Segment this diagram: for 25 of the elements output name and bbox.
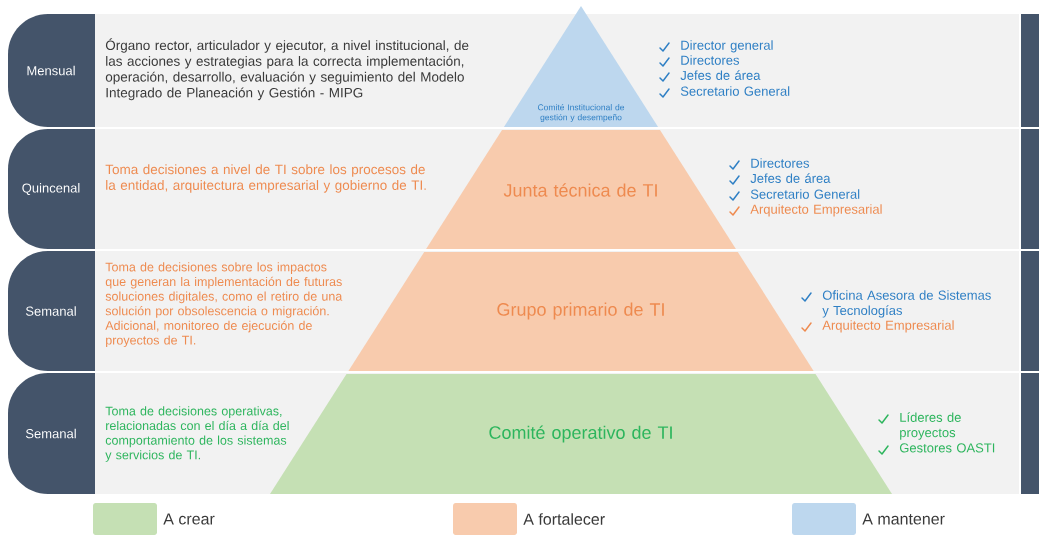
checklist-item: Directores: [681, 55, 740, 65]
checklist-item: Jefes de área: [680, 70, 761, 80]
checklist-item: Secretario General: [680, 86, 790, 96]
legend-label: A crear: [163, 513, 215, 525]
frequency-tab: Semanal: [8, 251, 95, 371]
frequency-tab: Mensual: [8, 14, 95, 127]
pyramid-level: Comité Institucional de gestión y desempeño: [503, 6, 659, 127]
node-label: Mensual: [27, 65, 75, 76]
frequency-tab: Semanal: [8, 373, 95, 494]
checklist-item: Arquitecto Empresarial: [750, 204, 882, 217]
pyramid-level: Junta técnica de TI: [426, 130, 736, 249]
description-text: Toma decisiones a nivel de TI sobre los procesos de la entidad, arquitectura empresarial y gobierno de TI.: [105, 164, 426, 193]
node-label: Semanal: [25, 428, 76, 439]
description-text: Toma de decisiones sobre los impactos que generan la implementación de futuras soluciones digitales, como el retiro de una solución por obsolescencia o migración. Adicional, monitoreo de ejecución de proyectos de TI.: [105, 262, 343, 348]
pyramid-level: Grupo primario de TI: [348, 252, 814, 371]
description-text: Órgano rector, articulador y ejecutor, a nivel institucional, de las acciones y estrategias para la correcta implementación, operación, desarrollo, evaluación y seguimiento del Modelo Integrado de Planeación y Gestión - MIPG: [105, 38, 469, 101]
node-label: Quincenal: [22, 183, 80, 195]
legend-label: A mantener: [862, 513, 945, 525]
checklist-item: Directores: [751, 158, 810, 168]
legend-label: A fortalecer: [523, 513, 605, 525]
node-label: Semanal: [25, 306, 76, 316]
checklist-item: Secretario General: [750, 189, 860, 199]
frequency-tab: Quincenal: [8, 129, 95, 249]
checklist-item: Director general: [681, 40, 773, 53]
checklist-item: Jefes de área: [750, 173, 831, 183]
